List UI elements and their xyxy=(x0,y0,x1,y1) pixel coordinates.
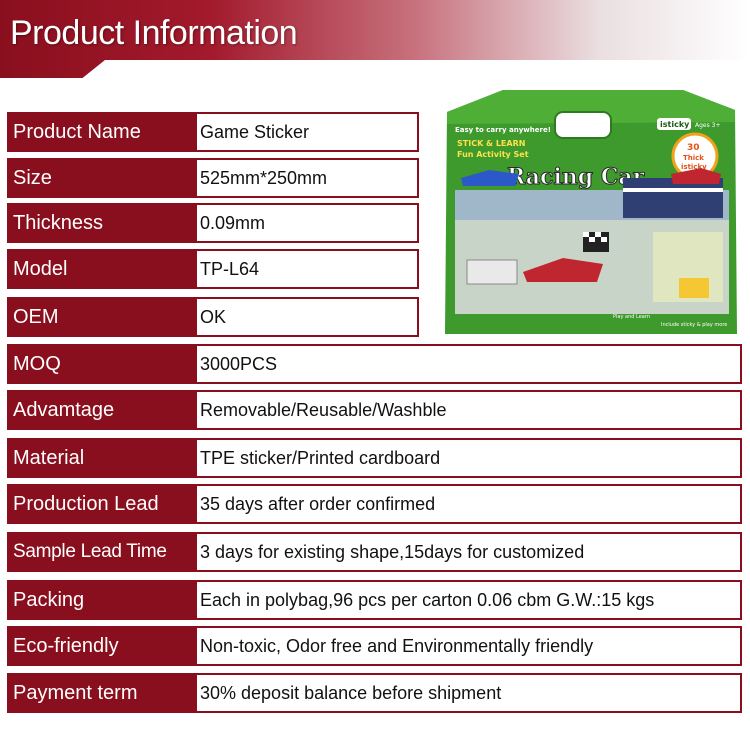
footer-right: Include sticky & play more xyxy=(661,322,727,328)
badge-line1: Thick xyxy=(683,154,704,162)
spec-label: Sample Lead Time xyxy=(7,532,195,572)
grandstand-stripe xyxy=(623,188,723,192)
spec-label: Material xyxy=(7,438,195,478)
spec-label: Production Lead xyxy=(7,484,195,524)
package-line2: Fun Activity Set xyxy=(457,150,529,159)
flag-square xyxy=(601,237,607,242)
product-image: Easy to carry anywhere! STICK & LEARN Fu… xyxy=(443,82,741,336)
blue-race-car xyxy=(461,170,519,186)
spec-label: Eco-friendly xyxy=(7,626,195,666)
spec-value: 0.09mm xyxy=(195,203,419,243)
spec-value: 30% deposit balance before shipment xyxy=(195,673,742,713)
package-line1: STICK & LEARN xyxy=(457,139,525,148)
spec-value: Game Sticker xyxy=(195,112,419,152)
product-package-illustration: Easy to carry anywhere! STICK & LEARN Fu… xyxy=(445,90,737,334)
spec-value: 525mm*250mm xyxy=(195,158,419,198)
flag-square xyxy=(595,232,601,237)
red-race-car xyxy=(523,258,603,282)
package-top xyxy=(447,90,735,124)
header-banner: Product Information xyxy=(0,0,750,78)
spec-value: 3000PCS xyxy=(195,344,742,384)
spec-label: OEM xyxy=(7,297,195,337)
spec-value: 35 days after order confirmed xyxy=(195,484,742,524)
spec-label: Advamtage xyxy=(7,390,195,430)
red-race-car-top xyxy=(671,168,721,184)
spec-value: Removable/Reusable/Washble xyxy=(195,390,742,430)
spec-label: MOQ xyxy=(7,344,195,384)
spec-label: Payment term xyxy=(7,673,195,713)
grandstand xyxy=(623,178,723,218)
flag-square xyxy=(589,237,595,242)
spec-value: TPE sticker/Printed cardboard xyxy=(195,438,742,478)
podium xyxy=(679,278,709,298)
spec-value: 3 days for existing shape,15days for cus… xyxy=(195,532,742,572)
banner-cut xyxy=(82,60,750,78)
package-brand: isticky xyxy=(660,120,690,129)
footer-left: Play and Learn xyxy=(613,314,650,320)
spec-label: Product Name xyxy=(7,112,195,152)
badge-num: 30 xyxy=(687,143,700,153)
spec-value: OK xyxy=(195,297,419,337)
spec-label: Thickness xyxy=(7,203,195,243)
package-title: Racing Car xyxy=(507,164,645,190)
scoreboard xyxy=(466,259,518,285)
page-title: Product Information xyxy=(10,14,298,52)
spec-value: TP-L64 xyxy=(195,249,419,289)
spec-value: Each in polybag,96 pcs per carton 0.06 c… xyxy=(195,580,742,620)
badge-line2: isticky xyxy=(681,163,707,171)
package-tagline: Easy to carry anywhere! xyxy=(455,126,551,134)
spec-label: Size xyxy=(7,158,195,198)
spec-value: Non-toxic, Odor free and Environmentally… xyxy=(195,626,742,666)
package-age: Ages 3+ xyxy=(695,122,720,129)
flag-square xyxy=(583,232,589,237)
handle-cutout xyxy=(554,111,612,139)
spec-label: Packing xyxy=(7,580,195,620)
spec-label: Model xyxy=(7,249,195,289)
brand-badge xyxy=(657,118,691,130)
